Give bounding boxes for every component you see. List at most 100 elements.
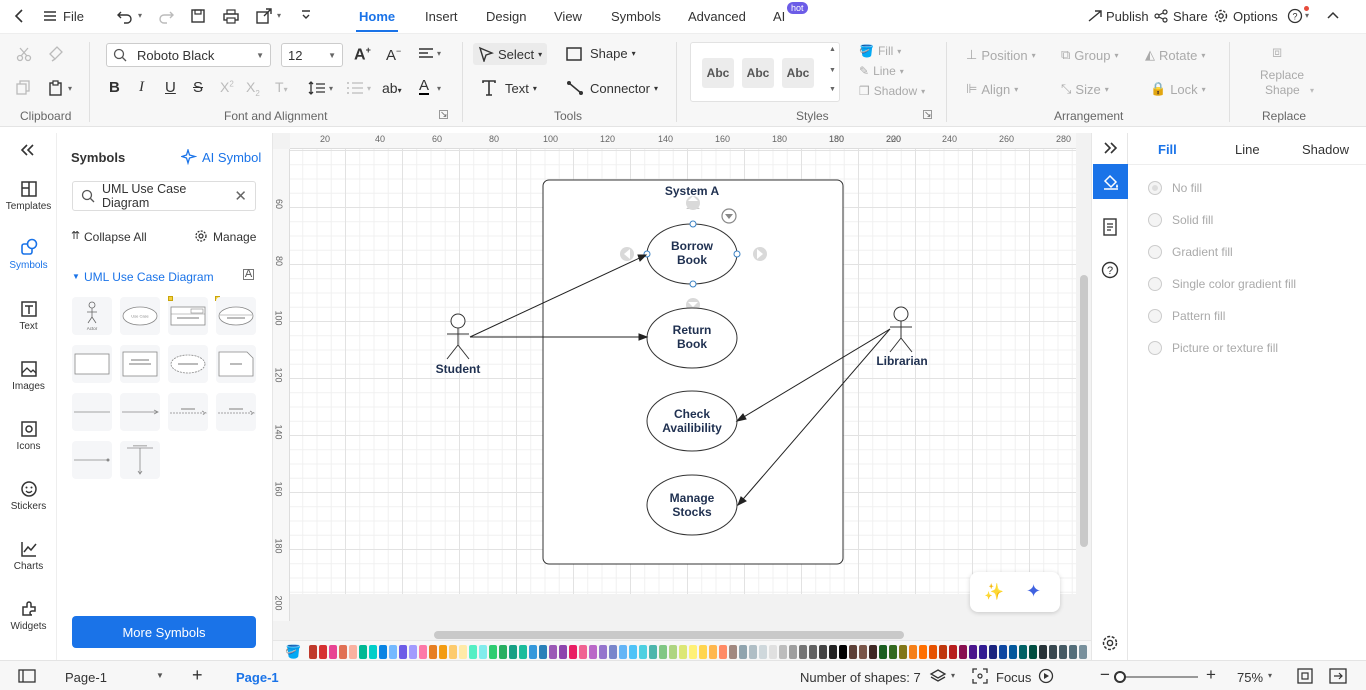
export-icon[interactable] xyxy=(255,8,273,24)
color-swatch[interactable] xyxy=(309,645,317,659)
fill-button[interactable]: 🪣Fill▾ xyxy=(859,44,902,58)
gallery-down-icon[interactable]: ▼ xyxy=(829,67,836,74)
collapse-ribbon-icon[interactable] xyxy=(1326,9,1340,21)
decrease-font-icon[interactable]: A− xyxy=(386,46,402,64)
redo-icon[interactable] xyxy=(157,8,175,24)
ai-symbol-button[interactable]: AI Symbol xyxy=(202,150,262,165)
document-icon[interactable] xyxy=(1102,218,1118,236)
page-dropdown-icon[interactable]: ▼ xyxy=(156,671,164,680)
color-swatch[interactable] xyxy=(1019,645,1027,659)
color-swatch[interactable] xyxy=(579,645,587,659)
use-case-return-book[interactable] xyxy=(646,307,738,369)
color-swatch[interactable] xyxy=(369,645,377,659)
symbol-use-case[interactable]: Use Case xyxy=(120,297,160,335)
undo-dropdown-icon[interactable]: ▾ xyxy=(138,11,143,20)
color-swatch[interactable] xyxy=(749,645,757,659)
symbol-note[interactable] xyxy=(216,345,256,383)
rail-widgets[interactable]: Widgets xyxy=(0,598,57,632)
text-case-icon[interactable]: T▾ xyxy=(275,79,288,95)
color-swatch[interactable] xyxy=(509,645,517,659)
symbol-dependency[interactable] xyxy=(72,441,112,479)
symbol-association[interactable] xyxy=(72,393,112,431)
color-swatch[interactable] xyxy=(759,645,767,659)
tab-design[interactable]: Design xyxy=(486,9,527,24)
tab-insert[interactable]: Insert xyxy=(425,9,458,24)
symbol-generalization[interactable] xyxy=(120,441,160,479)
gradient-fill-option[interactable]: Gradient fill xyxy=(1148,245,1233,259)
zoom-level[interactable]: 75% xyxy=(1237,670,1264,685)
list-dropdown-icon[interactable]: ▾ xyxy=(367,84,372,93)
color-swatch[interactable] xyxy=(839,645,847,659)
publish-button[interactable]: Publish xyxy=(1106,9,1149,24)
tab-home[interactable]: Home xyxy=(359,9,396,24)
panel-tab-shadow[interactable]: Shadow xyxy=(1302,142,1349,157)
single-color-gradient-fill-option[interactable]: Single color gradient fill xyxy=(1148,277,1296,291)
color-swatch[interactable] xyxy=(769,645,777,659)
export-dropdown-icon[interactable]: ▾ xyxy=(277,11,282,20)
position-button[interactable]: ⊥Position▾ xyxy=(966,47,1036,63)
manage-button[interactable]: Manage xyxy=(213,230,257,244)
layers-icon[interactable] xyxy=(929,668,947,684)
undo-icon[interactable] xyxy=(116,8,134,24)
line-button[interactable]: ✎Line▾ xyxy=(859,64,904,78)
gallery-expand-icon[interactable]: ▼ xyxy=(829,86,836,93)
color-swatch[interactable] xyxy=(529,645,537,659)
color-swatch[interactable] xyxy=(899,645,907,659)
vertical-scrollbar[interactable] xyxy=(1080,275,1088,547)
color-swatch[interactable] xyxy=(979,645,987,659)
format-painter-icon[interactable] xyxy=(47,46,65,62)
color-swatch[interactable] xyxy=(469,645,477,659)
color-swatch[interactable] xyxy=(719,645,727,659)
no-fill-option[interactable]: No fill xyxy=(1148,181,1202,195)
color-swatch[interactable] xyxy=(489,645,497,659)
color-swatch[interactable] xyxy=(539,645,547,659)
align-dropdown-icon[interactable]: ▾ xyxy=(437,49,442,58)
color-swatch[interactable] xyxy=(599,645,607,659)
tab-ai[interactable]: AI xyxy=(773,9,786,24)
color-swatch[interactable] xyxy=(649,645,657,659)
color-swatch[interactable] xyxy=(419,645,427,659)
collapse-panel-icon[interactable] xyxy=(18,143,36,157)
tab-view[interactable]: View xyxy=(554,9,582,24)
color-swatch[interactable] xyxy=(1069,645,1077,659)
color-swatch[interactable] xyxy=(859,645,867,659)
help-icon[interactable]: ? xyxy=(1287,8,1303,24)
expand-panel-icon[interactable] xyxy=(1102,141,1120,155)
more-chevron-icon[interactable] xyxy=(300,9,312,23)
back-icon[interactable] xyxy=(12,8,26,24)
panel-tab-line[interactable]: Line xyxy=(1235,142,1260,157)
symbol-system-boundary[interactable] xyxy=(72,345,112,383)
color-swatch[interactable] xyxy=(519,645,527,659)
zoom-dropdown-icon[interactable]: ▾ xyxy=(1268,671,1273,680)
symbol-extend[interactable] xyxy=(216,393,256,431)
font-size-select[interactable]: 12 ▼ xyxy=(281,43,343,67)
color-swatch[interactable] xyxy=(949,645,957,659)
zoom-in-icon[interactable]: + xyxy=(1206,665,1216,684)
rotate-button[interactable]: ◭Rotate▾ xyxy=(1145,47,1206,63)
connector-librarian-manage[interactable] xyxy=(737,328,891,506)
color-swatch[interactable] xyxy=(779,645,787,659)
color-swatch[interactable] xyxy=(909,645,917,659)
layers-dropdown-icon[interactable]: ▾ xyxy=(951,671,956,680)
style-preset-3[interactable]: Abc xyxy=(782,58,814,88)
color-swatch[interactable] xyxy=(449,645,457,659)
category-info-icon[interactable]: A xyxy=(243,268,254,280)
rail-text[interactable]: Text xyxy=(0,298,57,332)
color-swatch[interactable] xyxy=(689,645,697,659)
tab-advanced[interactable]: Advanced xyxy=(688,9,746,24)
sparkle-icon[interactable] xyxy=(181,149,197,165)
text-highlight-icon[interactable]: ab▾ xyxy=(382,80,402,96)
superscript-icon[interactable]: X2 xyxy=(220,79,234,95)
color-swatch[interactable] xyxy=(379,645,387,659)
page-layout-icon[interactable] xyxy=(18,669,36,683)
line-spacing-icon[interactable] xyxy=(308,81,326,95)
pattern-fill-option[interactable]: Pattern fill xyxy=(1148,309,1225,323)
color-swatch[interactable] xyxy=(819,645,827,659)
styles-settings-launcher-icon[interactable]: ↘ xyxy=(923,109,932,119)
options-button[interactable]: Options xyxy=(1233,9,1278,24)
rail-images[interactable]: Images xyxy=(0,358,57,392)
replace-shape-label-1[interactable]: Replace xyxy=(1260,68,1305,82)
style-preset-1[interactable]: Abc xyxy=(702,58,734,88)
cut-icon[interactable] xyxy=(15,46,33,62)
use-case-manage-stocks[interactable] xyxy=(646,474,738,536)
